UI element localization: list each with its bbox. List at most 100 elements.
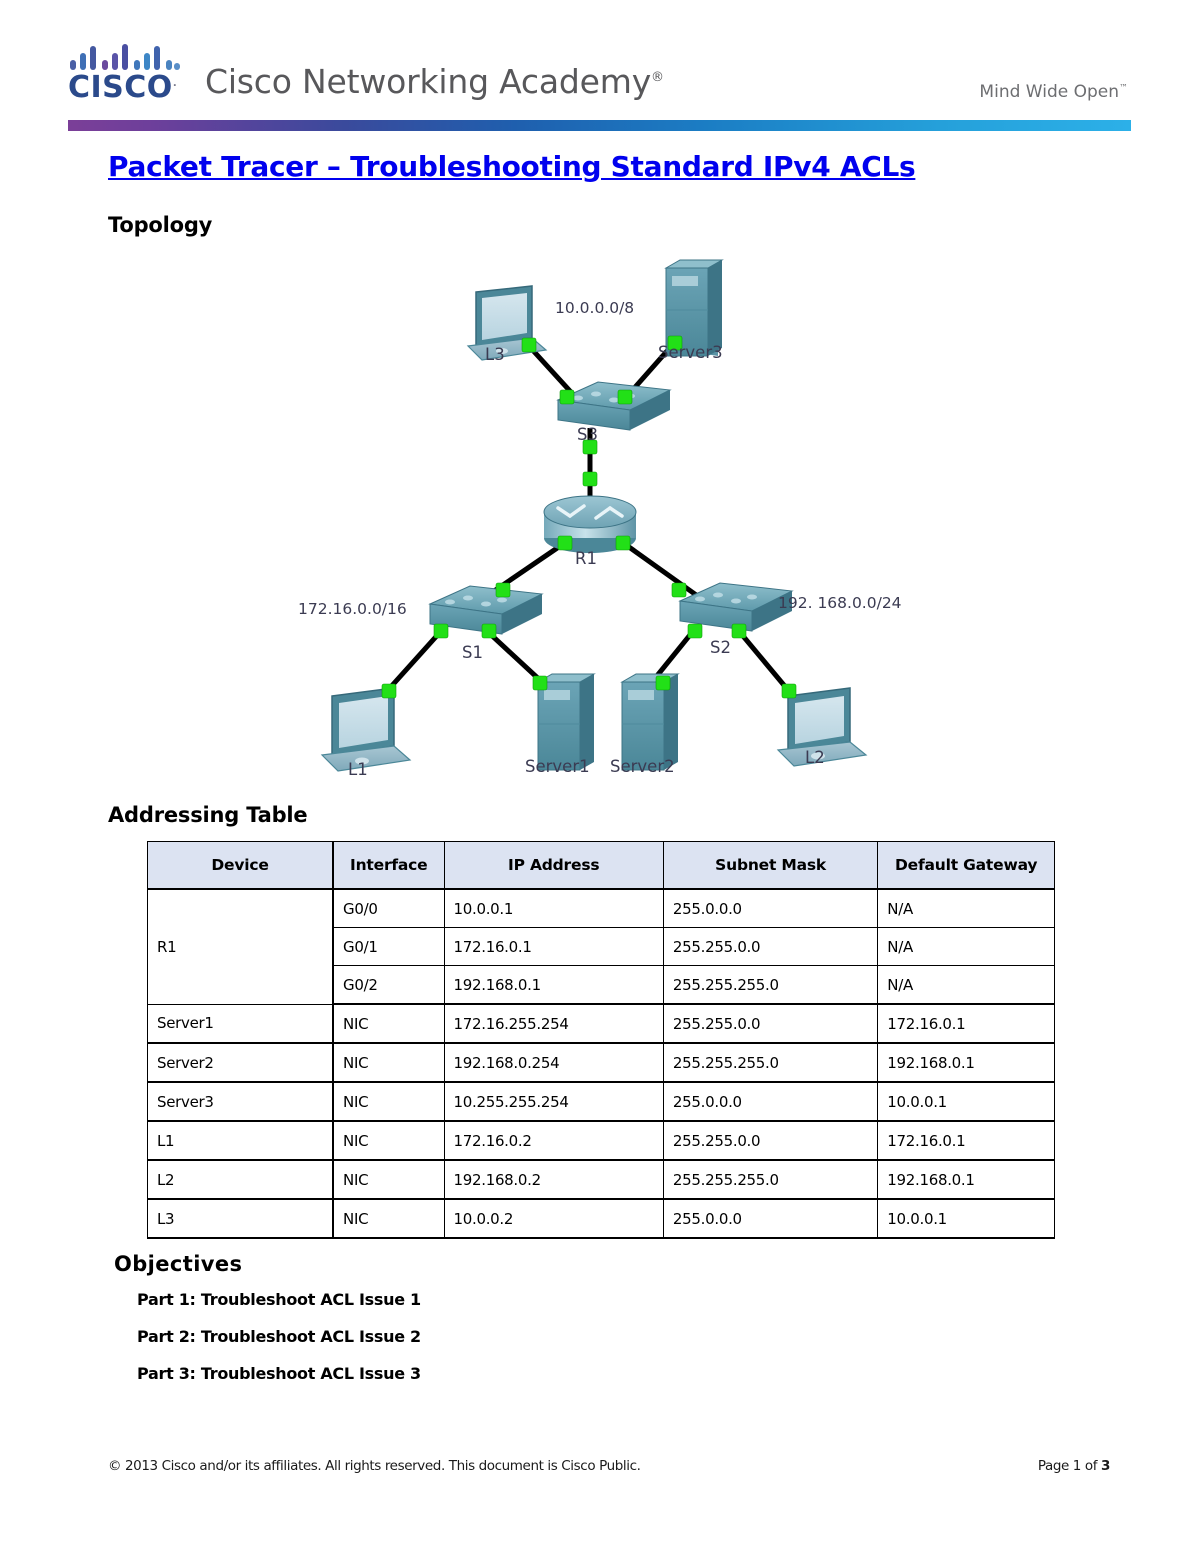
page-header: CISCO. Cisco Networking Academy® Mind Wi… bbox=[0, 0, 1200, 135]
cisco-logo-bars-icon bbox=[70, 44, 180, 70]
topology-heading: Topology bbox=[108, 213, 213, 237]
tagline: Mind Wide Open™ bbox=[979, 82, 1128, 102]
cisco-wordmark-tm: . bbox=[172, 78, 178, 89]
cell-gateway: N/A bbox=[877, 965, 1055, 1005]
cell-gateway: 192.168.0.1 bbox=[877, 1042, 1055, 1083]
cell-mask: 255.0.0.0 bbox=[662, 1081, 879, 1122]
cell-device: L1 bbox=[147, 1120, 335, 1161]
device-server3 bbox=[664, 259, 724, 357]
cell-gateway: N/A bbox=[877, 927, 1055, 966]
tagline-text: Mind Wide Open bbox=[979, 82, 1119, 102]
table-row: L2 NIC 192.168.0.2 255.255.255.0 192.168… bbox=[147, 1159, 1055, 1200]
objective-part-1: Part 1: Troubleshoot ACL Issue 1 bbox=[137, 1290, 421, 1309]
link-status-dots bbox=[381, 335, 797, 699]
device-label-r1: R1 bbox=[575, 549, 597, 568]
registered-mark: ® bbox=[651, 70, 664, 85]
cell-gateway: 192.168.0.1 bbox=[877, 1159, 1055, 1200]
device-server1 bbox=[536, 673, 596, 771]
table-row: L3 NIC 10.0.0.2 255.0.0.0 10.0.0.1 bbox=[147, 1198, 1055, 1239]
topology-svg: 10.0.0.0/8 172.16.0.0/16 192. 168.0.0/24… bbox=[298, 259, 902, 779]
network-label-10: 10.0.0.0/8 bbox=[555, 299, 634, 317]
cell-interface: NIC bbox=[332, 1159, 445, 1200]
cisco-logo: CISCO. bbox=[68, 44, 180, 106]
cell-ip: 172.16.0.2 bbox=[443, 1120, 664, 1161]
objectives-heading: Objectives bbox=[114, 1252, 243, 1276]
networking-academy-text: Cisco Networking Academy bbox=[205, 62, 652, 101]
cisco-wordmark: CISCO. bbox=[68, 70, 177, 105]
cell-interface: NIC bbox=[332, 1198, 445, 1239]
table-row: Server1 NIC 172.16.255.254 255.255.0.0 1… bbox=[147, 1003, 1055, 1044]
cell-interface: NIC bbox=[332, 1081, 445, 1122]
device-label-s1: S1 bbox=[462, 643, 483, 662]
copyright-notice: © 2013 Cisco and/or its affiliates. All … bbox=[108, 1458, 641, 1474]
table-row: R1 G0/0 10.0.0.1 255.0.0.0 N/A bbox=[147, 888, 1055, 1005]
cell-ip: 172.16.255.254 bbox=[443, 1003, 664, 1044]
cell-interface: NIC bbox=[332, 1003, 445, 1044]
cell-device: L3 bbox=[147, 1198, 335, 1239]
cell-ip: 192.168.0.2 bbox=[443, 1159, 664, 1200]
cell-ip: 192.168.0.1 bbox=[443, 965, 664, 1005]
col-header-interface: Interface bbox=[332, 841, 445, 890]
cell-gateway: 172.16.0.1 bbox=[877, 1003, 1055, 1044]
cell-device: Server3 bbox=[147, 1081, 335, 1122]
device-l2 bbox=[776, 687, 868, 767]
device-label-l2: L2 bbox=[805, 748, 825, 767]
table-row: Server3 NIC 10.255.255.254 255.0.0.0 10.… bbox=[147, 1081, 1055, 1122]
cell-ip: 10.0.0.1 bbox=[443, 888, 664, 928]
col-header-default-gateway: Default Gateway bbox=[877, 841, 1055, 890]
cell-interface: G0/0 bbox=[332, 888, 445, 928]
table-header-row: Device Interface IP Address Subnet Mask … bbox=[147, 841, 1055, 890]
cell-mask: 255.0.0.0 bbox=[662, 1198, 879, 1239]
cell-ip: 10.255.255.254 bbox=[443, 1081, 664, 1122]
page-footer: © 2013 Cisco and/or its affiliates. All … bbox=[0, 1458, 1200, 1482]
objectives-list: Part 1: Troubleshoot ACL Issue 1 Part 2:… bbox=[137, 1290, 837, 1401]
addressing-table-heading: Addressing Table bbox=[108, 803, 308, 827]
table-row: G0/2 192.168.0.1 255.255.255.0 N/A bbox=[148, 965, 1055, 1005]
cell-mask: 255.255.0.0 bbox=[662, 1003, 879, 1044]
tagline-tm: ™ bbox=[1119, 83, 1128, 94]
device-s2 bbox=[678, 582, 794, 632]
device-label-server2: Server2 bbox=[610, 757, 675, 776]
network-label-192: 192. 168.0.0/24 bbox=[778, 594, 902, 612]
device-label-s2: S2 bbox=[710, 638, 731, 657]
page-number-prefix: Page 1 of bbox=[1037, 1458, 1101, 1474]
cisco-wordmark-text: CISCO bbox=[68, 70, 173, 105]
topology-diagram: 10.0.0.0/8 172.16.0.0/16 192. 168.0.0/24… bbox=[270, 250, 930, 795]
cell-device: R1 bbox=[147, 888, 335, 1005]
cell-gateway: N/A bbox=[877, 888, 1055, 928]
cell-mask: 255.255.255.0 bbox=[662, 1042, 879, 1083]
cell-mask: 255.0.0.0 bbox=[662, 888, 879, 928]
device-label-l3: L3 bbox=[485, 345, 505, 364]
objective-part-3: Part 3: Troubleshoot ACL Issue 3 bbox=[137, 1364, 421, 1383]
cell-ip: 172.16.0.1 bbox=[443, 927, 664, 966]
cell-gateway: 172.16.0.1 bbox=[877, 1120, 1055, 1161]
addressing-table: Device Interface IP Address Subnet Mask … bbox=[147, 841, 1055, 1239]
col-header-device: Device bbox=[147, 841, 335, 890]
page-number: Page 1 of 3 bbox=[1037, 1458, 1111, 1474]
cell-device: Server1 bbox=[147, 1003, 335, 1044]
header-gradient-rule bbox=[68, 120, 1131, 131]
cell-interface: NIC bbox=[332, 1120, 445, 1161]
col-header-subnet-mask: Subnet Mask bbox=[662, 841, 879, 890]
page-number-total: 3 bbox=[1101, 1458, 1110, 1474]
device-label-s3: S3 bbox=[577, 425, 598, 444]
cell-ip: 10.0.0.2 bbox=[443, 1198, 664, 1239]
device-label-l1: L1 bbox=[348, 760, 368, 779]
table-row: L1 NIC 172.16.0.2 255.255.0.0 172.16.0.1 bbox=[147, 1120, 1055, 1161]
device-s3 bbox=[556, 381, 672, 431]
cell-device: Server2 bbox=[147, 1042, 335, 1083]
cell-mask: 255.255.255.0 bbox=[662, 1159, 879, 1200]
network-label-172: 172.16.0.0/16 bbox=[298, 600, 407, 618]
device-l1 bbox=[320, 687, 412, 772]
cell-ip: 192.168.0.254 bbox=[443, 1042, 664, 1083]
device-label-server1: Server1 bbox=[525, 757, 590, 776]
cell-mask: 255.255.0.0 bbox=[662, 1120, 879, 1161]
objective-part-2: Part 2: Troubleshoot ACL Issue 2 bbox=[137, 1327, 421, 1346]
cell-mask: 255.255.0.0 bbox=[662, 927, 879, 966]
cell-gateway: 10.0.0.1 bbox=[877, 1198, 1055, 1239]
table-row: G0/1 172.16.0.1 255.255.0.0 N/A bbox=[148, 927, 1055, 966]
cell-interface: G0/1 bbox=[332, 927, 445, 966]
cell-gateway: 10.0.0.1 bbox=[877, 1081, 1055, 1122]
device-label-server3: Server3 bbox=[658, 343, 723, 362]
cell-device: L2 bbox=[147, 1159, 335, 1200]
